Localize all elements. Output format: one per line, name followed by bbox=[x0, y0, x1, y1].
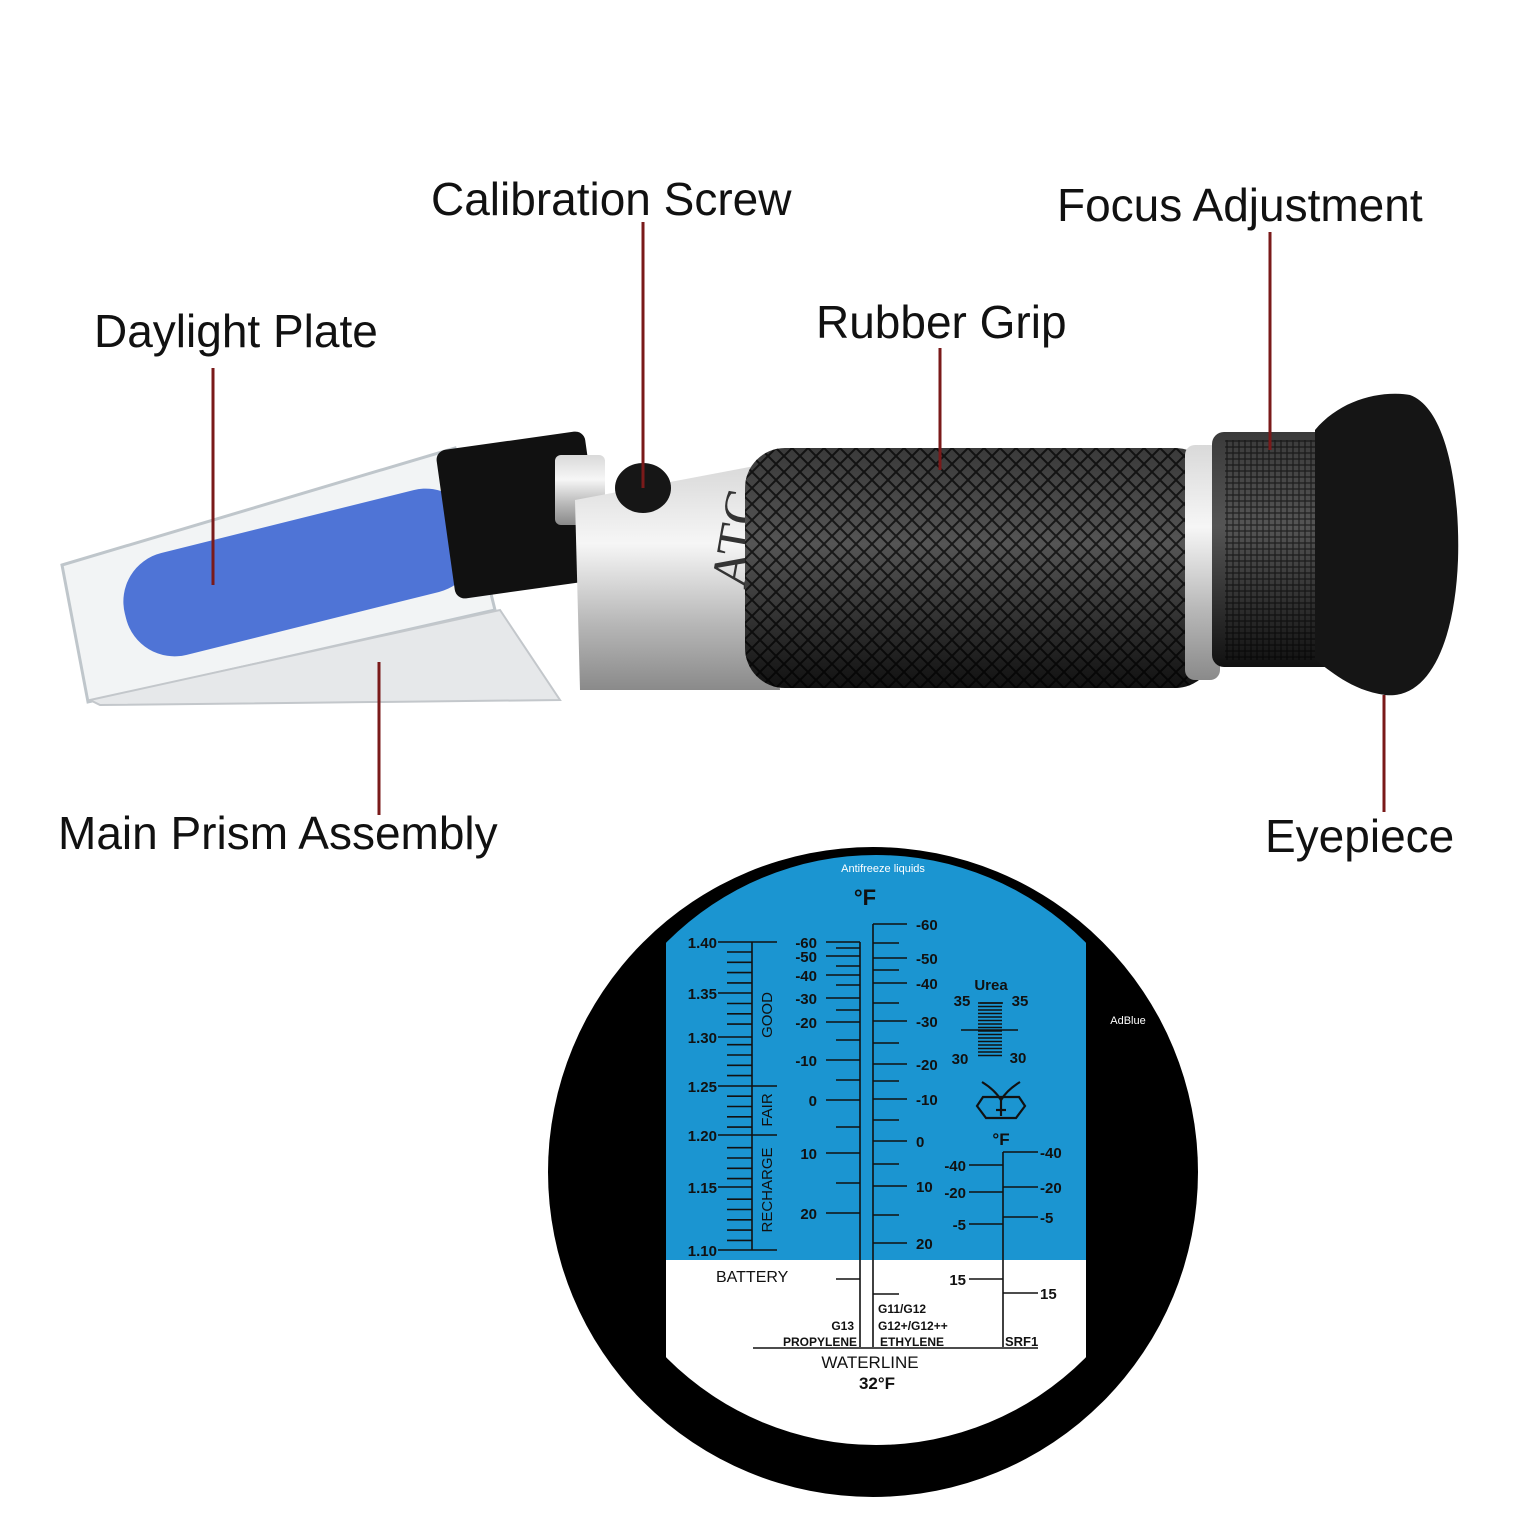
ethylene-label: ETHYLENE bbox=[880, 1335, 944, 1349]
silver-ring bbox=[1185, 445, 1220, 680]
battery-value: 1.35 bbox=[688, 986, 717, 1003]
grip-texture bbox=[745, 448, 1215, 688]
ethylene-value: -60 bbox=[916, 917, 938, 934]
ethylene-g11: G11/G12 bbox=[878, 1302, 926, 1316]
washer-left-value: -20 bbox=[944, 1185, 966, 1202]
battery-value: 1.30 bbox=[688, 1030, 717, 1047]
callout-rubber-grip: Rubber Grip bbox=[816, 296, 1067, 348]
battery-label: BATTERY bbox=[716, 1269, 789, 1286]
leader-lines bbox=[211, 222, 1386, 815]
callout-focus-adjustment: Focus Adjustment bbox=[1057, 179, 1423, 231]
propylene-value: 20 bbox=[800, 1206, 817, 1223]
propylene-label: PROPYLENE bbox=[783, 1335, 857, 1349]
urea-title: Urea bbox=[974, 977, 1008, 994]
callout-calibration-screw: Calibration Screw bbox=[431, 173, 792, 225]
prism-base bbox=[87, 608, 562, 707]
callout-daylight-plate: Daylight Plate bbox=[94, 305, 378, 357]
waterline-temp: 32°F bbox=[859, 1374, 895, 1393]
battery-zone-recharge: RECHARGE bbox=[759, 1147, 776, 1232]
adblue-label: AdBlue bbox=[1110, 1015, 1145, 1027]
propylene-value: -30 bbox=[795, 991, 817, 1008]
washer-left-value: 15 bbox=[949, 1272, 966, 1289]
washer-left-value: -40 bbox=[944, 1158, 966, 1175]
washer-right-value: -5 bbox=[1040, 1210, 1053, 1227]
propylene-value: -60 bbox=[795, 935, 817, 952]
scale-view: 1.40 1.35 1.30 1.25 1.20 1.15 1.10 GOOD FAIR RECH… bbox=[548, 847, 1198, 1497]
propylene-g13: G13 bbox=[831, 1319, 854, 1333]
callout-eyepiece: Eyepiece bbox=[1265, 810, 1455, 862]
ethylene-value: -10 bbox=[916, 1092, 938, 1109]
battery-value: 1.15 bbox=[688, 1180, 717, 1197]
battery-value: 1.10 bbox=[688, 1243, 717, 1260]
washer-left-value: -5 bbox=[953, 1217, 966, 1234]
propylene-value: -50 bbox=[795, 949, 817, 966]
ethylene-g12: G12+/G12++ bbox=[878, 1319, 948, 1333]
propylene-value: 10 bbox=[800, 1146, 817, 1163]
battery-value: 1.40 bbox=[688, 935, 717, 952]
scale-blue-field bbox=[666, 855, 1086, 1260]
ethylene-value: 10 bbox=[916, 1179, 933, 1196]
refractometer: ATC bbox=[60, 393, 1459, 707]
urea-value: 30 bbox=[952, 1051, 969, 1068]
srf1-label: SRF1 bbox=[1005, 1334, 1038, 1349]
urea-value: 35 bbox=[954, 993, 971, 1010]
ethylene-value: -20 bbox=[916, 1057, 938, 1074]
ethylene-value: 0 bbox=[916, 1134, 924, 1151]
ethylene-value: -30 bbox=[916, 1014, 938, 1031]
battery-value: 1.20 bbox=[688, 1128, 717, 1145]
waterline-label: WATERLINE bbox=[821, 1353, 918, 1372]
eyepiece-cup bbox=[1315, 393, 1459, 696]
washer-right-value: -40 bbox=[1040, 1145, 1062, 1162]
main-body bbox=[575, 465, 780, 690]
ethylene-value: 20 bbox=[916, 1236, 933, 1253]
focus-ring-texture bbox=[1225, 440, 1330, 660]
windshield-washer-icon bbox=[975, 1081, 1027, 1120]
washer-unit: °F bbox=[992, 1130, 1009, 1149]
washer-right-value: 15 bbox=[1040, 1286, 1057, 1303]
urea-value: 30 bbox=[1010, 1050, 1027, 1067]
battery-value: 1.25 bbox=[688, 1079, 717, 1096]
battery-zone-fair: FAIR bbox=[759, 1093, 776, 1127]
callout-main-prism-assembly: Main Prism Assembly bbox=[58, 807, 498, 859]
ethylene-value: -40 bbox=[916, 976, 938, 993]
propylene-value: -40 bbox=[795, 968, 817, 985]
urea-value: 35 bbox=[1012, 993, 1029, 1010]
washer-right-value: -20 bbox=[1040, 1180, 1062, 1197]
propylene-value: 0 bbox=[809, 1093, 817, 1110]
propylene-value: -20 bbox=[795, 1015, 817, 1032]
unit-top: °F bbox=[854, 885, 876, 910]
propylene-value: -10 bbox=[795, 1053, 817, 1070]
scale-header: Antifreeze liquids bbox=[841, 863, 925, 875]
battery-zone-good: GOOD bbox=[759, 992, 776, 1038]
daylight-plate bbox=[123, 488, 477, 657]
ethylene-value: -50 bbox=[916, 951, 938, 968]
